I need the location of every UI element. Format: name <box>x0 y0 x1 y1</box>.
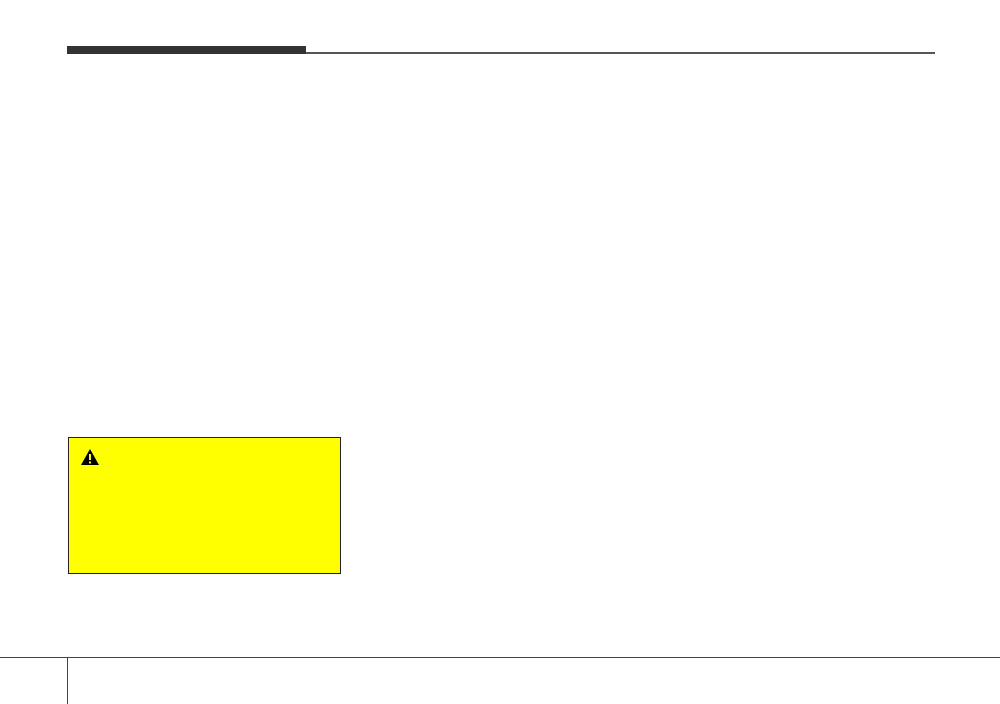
warning-box <box>68 437 341 574</box>
footer-divider <box>67 657 68 704</box>
warning-triangle-icon <box>81 449 99 465</box>
footer-rule <box>0 657 1000 658</box>
header-section-tab <box>67 46 306 54</box>
header-rule <box>67 52 935 54</box>
